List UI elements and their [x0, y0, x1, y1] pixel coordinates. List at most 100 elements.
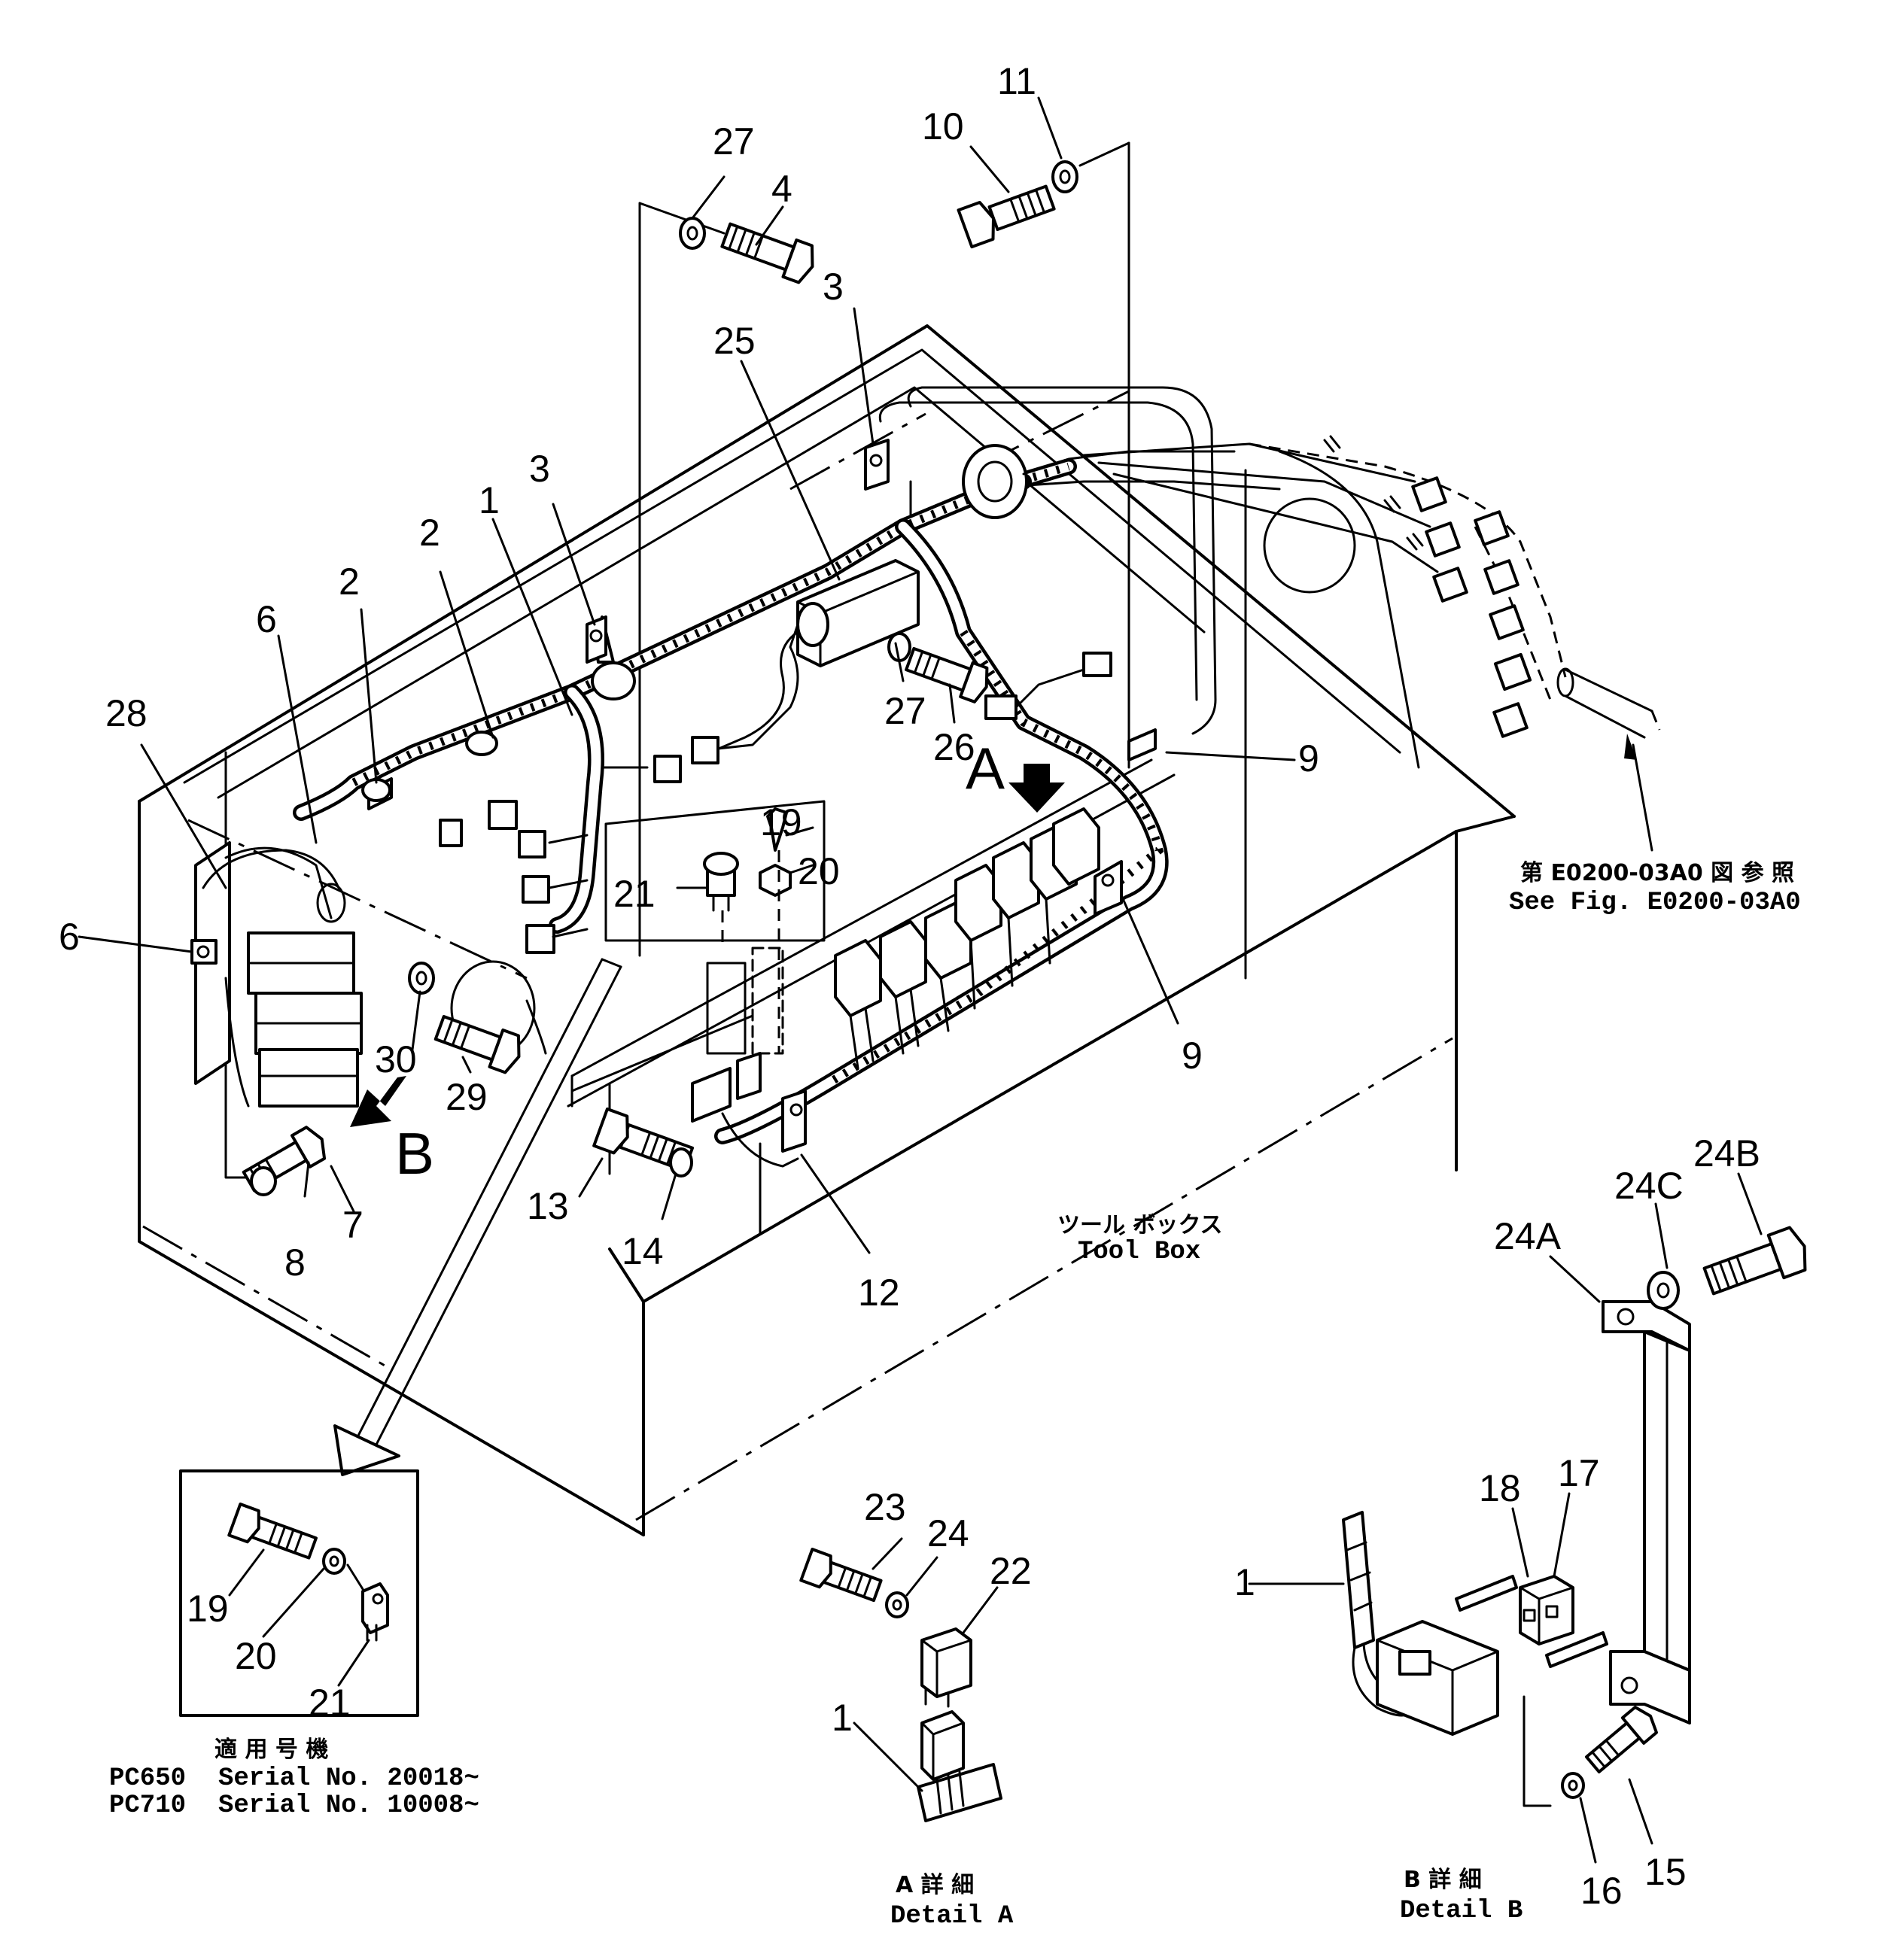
washer-icon — [322, 1548, 346, 1575]
relay-icon — [992, 841, 1040, 919]
connector-icon — [1483, 559, 1519, 595]
clamp-icon — [465, 731, 498, 756]
callout-13: 13 — [527, 1185, 569, 1227]
harness-icon — [917, 1763, 1002, 1822]
detail-b-callout-24c: 24C — [1614, 1165, 1684, 1207]
relay-icon — [879, 920, 927, 998]
switch-icon — [736, 1052, 762, 1100]
serial-pc650-model: PC650 — [109, 1764, 186, 1793]
connector-icon — [1082, 652, 1112, 677]
connector-icon — [1376, 1620, 1499, 1736]
harness-icon — [1342, 1511, 1375, 1649]
detail-b-callout-1: 1 — [1234, 1561, 1255, 1603]
callout-3-right: 3 — [823, 266, 844, 308]
bolt-icon — [957, 184, 1056, 249]
inset-pointer-arrow — [333, 958, 622, 1476]
callout-10: 10 — [922, 105, 964, 147]
relay-bank — [834, 807, 1100, 1070]
view-label-a: A — [966, 735, 1005, 801]
washer-icon — [669, 1147, 693, 1178]
callout-26: 26 — [933, 726, 975, 768]
callout-8: 8 — [284, 1241, 306, 1284]
switch-icon — [691, 1067, 732, 1123]
washer-icon — [1647, 1271, 1680, 1310]
detail-a-callout-22: 22 — [990, 1550, 1032, 1592]
clip-icon — [1455, 1575, 1518, 1612]
reference-arrow — [1624, 734, 1653, 852]
detail-b-callout-24b: 24B — [1693, 1132, 1760, 1174]
view-arrow-icon — [1008, 764, 1065, 813]
callouts-main: 27 4 10 11 3 25 3 1 2 2 6 28 6 27 26 9 9… — [59, 60, 1319, 1314]
connector-icon — [984, 694, 1018, 720]
relay-icon — [258, 1048, 359, 1108]
clamp-icon — [591, 661, 636, 700]
relay-icon — [920, 1710, 965, 1781]
inset-callout-19: 19 — [187, 1588, 229, 1630]
view-arrow-b — [350, 1076, 406, 1127]
inset-callout-21: 21 — [309, 1682, 351, 1724]
washer-icon — [1051, 160, 1078, 193]
inset-serial-box: 19 20 21 適 用 号 機 PC650 Serial No. 20018~… — [109, 1469, 479, 1820]
washer-icon — [759, 864, 792, 897]
detail-b-callout-16: 16 — [1580, 1870, 1623, 1912]
view-arrow-icon — [350, 1076, 406, 1127]
connector-icon — [1411, 476, 1447, 512]
connector-icon — [522, 875, 550, 904]
switch-assembly-12 — [676, 947, 807, 1213]
bolt-icon — [1585, 1706, 1658, 1773]
detail-a-jp: A 詳 細 — [896, 1872, 974, 1898]
relay-icon — [1052, 807, 1100, 886]
serial-pc710-model: PC710 — [109, 1791, 186, 1820]
tool-box-label: ツール ボックス Tool Box — [1057, 1212, 1223, 1266]
bracket-icon — [1094, 860, 1123, 916]
detail-a-en: Detail A — [890, 1902, 1014, 1931]
fasteners-main — [242, 160, 1078, 1196]
bolt-icon — [227, 1503, 318, 1560]
bolt-icon — [433, 1015, 521, 1074]
bracket-icon — [586, 615, 607, 664]
callout-2-mid: 2 — [419, 512, 440, 554]
bracket-icon — [781, 1089, 807, 1153]
switch-icon — [703, 852, 739, 912]
bracket-icon — [1127, 728, 1157, 761]
connector-icon — [488, 800, 518, 830]
detail-b-en: Detail B — [1400, 1897, 1523, 1925]
connector-icon — [691, 736, 719, 764]
bolt-icon — [766, 807, 788, 852]
callout-9-lower: 9 — [1182, 1035, 1203, 1077]
washer-icon — [250, 1166, 277, 1196]
callout-27: 27 — [884, 690, 926, 732]
connector-icon — [1474, 510, 1510, 546]
harness-clamps — [361, 439, 1157, 916]
bolt-icon — [799, 1548, 883, 1603]
washer-icon — [408, 962, 435, 995]
see-fig-en: See Fig. E0200-03A0 — [1509, 889, 1801, 917]
connector-icon — [1425, 521, 1461, 558]
callout-12: 12 — [858, 1272, 900, 1314]
relay-box-25 — [717, 559, 920, 750]
callout-28: 28 — [105, 692, 148, 734]
connector-icon — [518, 830, 546, 858]
connector-icon — [525, 924, 555, 954]
callout-3-left: 3 — [529, 448, 550, 490]
tool-box-jp: ツール ボックス — [1057, 1212, 1223, 1238]
callout-25: 25 — [713, 320, 756, 362]
relay-icon — [954, 864, 1002, 942]
callout-box-switch — [604, 800, 826, 1053]
detail-a: 23 24 22 1 A 詳 細 Detail A — [799, 1486, 1032, 1931]
callout-1: 1 — [479, 479, 500, 521]
tool-box-en: Tool Box — [1078, 1238, 1200, 1266]
callout-11: 11 — [997, 60, 1036, 102]
switch-icon — [361, 1582, 389, 1642]
detail-b: 24B 24C 24A 18 17 1 15 16 B 詳 細 Detail B — [1234, 1132, 1807, 1925]
harness-connectors — [439, 623, 1112, 954]
clip-icon — [1545, 1631, 1608, 1668]
view-label-b: B — [395, 1120, 434, 1187]
relay-icon — [920, 1627, 972, 1708]
view-arrow-a — [1008, 764, 1065, 813]
detail-a-callout-1: 1 — [832, 1697, 853, 1739]
callout-6-top: 6 — [256, 598, 277, 640]
connector-icon — [439, 819, 463, 847]
detail-b-callout-18: 18 — [1479, 1467, 1521, 1509]
see-figure-label: 第 E0200-03A0 図 参 照 See Fig. E0200-03A0 — [1509, 860, 1801, 917]
